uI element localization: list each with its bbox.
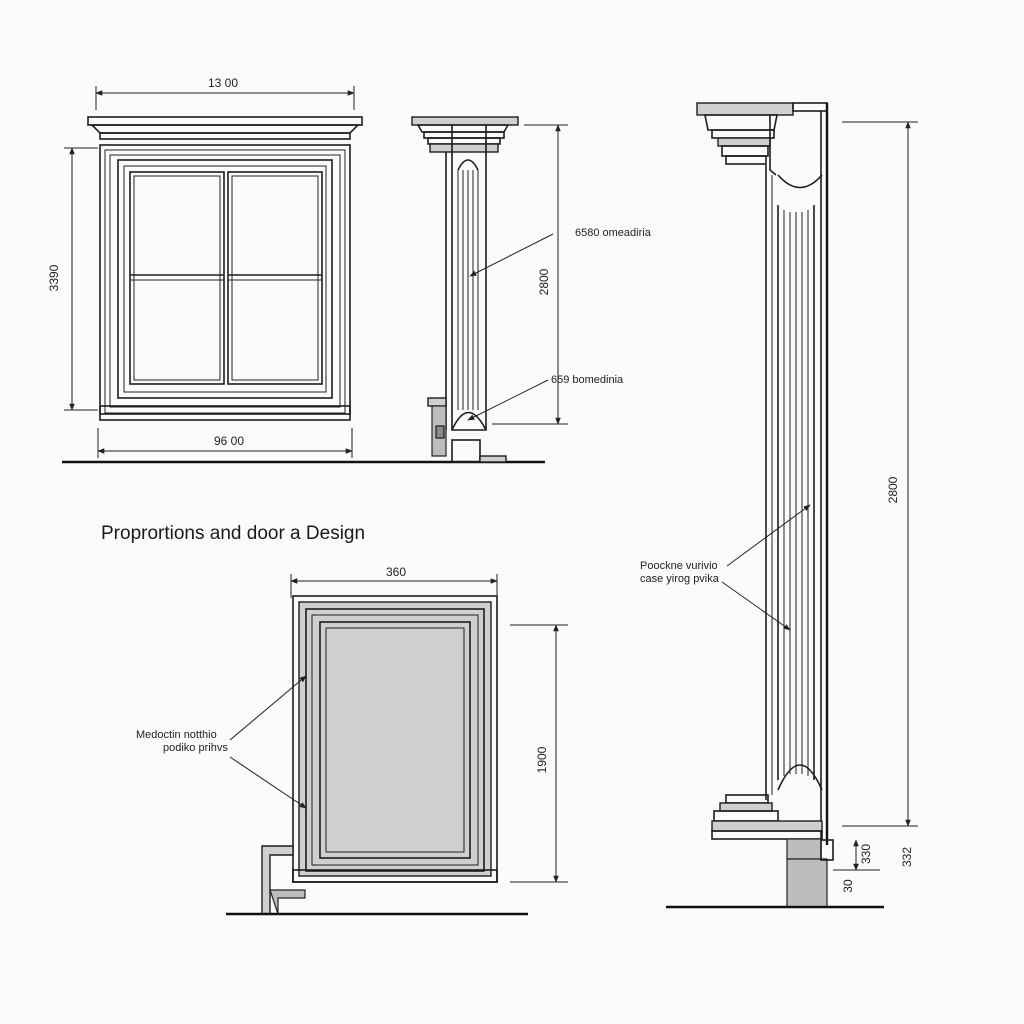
door-width-label: 360 — [386, 565, 406, 579]
window-section — [411, 116, 519, 463]
door-note-line1: Medoctin notthio — [136, 729, 217, 741]
base-height-a-label: 330 — [859, 844, 873, 864]
window-width-top-label: 13 00 — [208, 76, 238, 90]
column-elevation — [666, 102, 884, 909]
column-height-label: 2800 — [886, 476, 900, 503]
column-note-line1: Poockne vurivio — [640, 560, 718, 572]
drawing-title: Proprortions and door a Design — [101, 523, 365, 544]
door-dimensions: 360 1900 Medoctin notthio podiko prihvs — [136, 565, 568, 883]
door-note-line2: podiko prihvs — [163, 742, 228, 754]
base-height-b-label: 30 — [841, 879, 855, 893]
base-height-c-label: 332 — [900, 847, 914, 867]
column-note-line2: case yirog pvika — [640, 573, 720, 585]
window-width-bottom-label: 96 00 — [214, 434, 244, 448]
door-elevation — [226, 595, 528, 916]
column-dimensions: 2800 330 30 332 Poockne vurivio case yir… — [640, 121, 918, 893]
window-section-dimensions: 2800 6580 omeadiria 659 bomedinia — [467, 124, 652, 425]
window-dimensions: 13 00 3390 96 00 — [47, 76, 355, 458]
door-height-label: 1900 — [535, 746, 549, 773]
window-height-label: 3390 — [47, 264, 61, 291]
section-height-label: 2800 — [537, 268, 551, 295]
section-note-1: 6580 omeadiria — [575, 227, 652, 239]
section-note-2: 659 bomedinia — [551, 374, 624, 386]
